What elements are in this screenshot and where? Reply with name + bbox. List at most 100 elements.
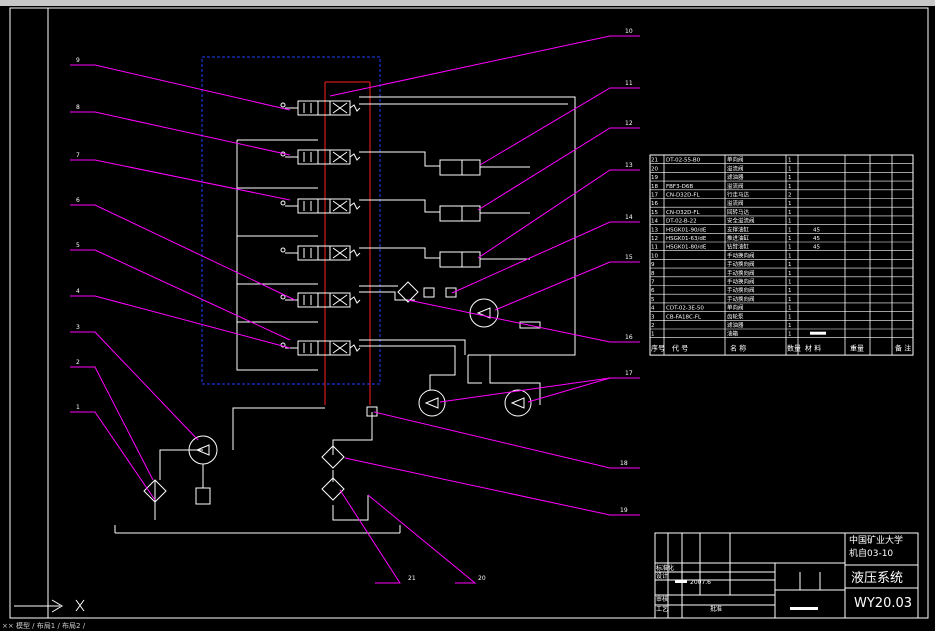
- table-cell: DT-02-55-B0: [666, 158, 701, 164]
- table-cell: 16: [651, 201, 658, 207]
- table-cell: 油箱: [727, 330, 739, 338]
- directional-valve: [280, 100, 361, 116]
- callout-number: 11: [625, 80, 633, 87]
- table-cell: HSGK01-80/dE: [666, 245, 707, 251]
- table-cell: HSGK01-63/dE: [666, 236, 707, 242]
- design-date: 2007.6: [690, 579, 711, 586]
- table-cell: 18: [651, 184, 658, 190]
- callout-number: 13: [625, 162, 633, 169]
- directional-valve: [280, 292, 361, 308]
- layout-tabs[interactable]: ×× 模型 / 布局1 / 布局2 /: [2, 622, 86, 630]
- table-cell: 1: [788, 314, 792, 320]
- table-cell: 11: [651, 245, 658, 251]
- table-cell: 手动换向阀: [727, 269, 755, 277]
- table-cell: 1: [788, 158, 792, 164]
- school-name: 中国矿业大学: [849, 534, 903, 546]
- table-cell: 回转马达: [727, 208, 750, 216]
- table-header-cell: 材 料: [805, 344, 821, 353]
- table-cell: FBF3-D6B: [666, 184, 693, 190]
- table-cell: 7: [651, 280, 655, 286]
- table-cell: 1: [788, 184, 792, 190]
- table-cell: 单向阀: [727, 304, 744, 312]
- table-cell: 21: [651, 158, 658, 164]
- table-cell: 1: [788, 280, 792, 286]
- callout-number: 2: [76, 359, 80, 366]
- table-cell: 8: [651, 271, 655, 277]
- table-cell: 1: [788, 236, 792, 242]
- callout-number: 19: [620, 507, 628, 514]
- table-cell: 齿轮泵: [727, 312, 744, 320]
- valve-block-boundary: [201, 56, 381, 385]
- callout-number: 15: [625, 254, 633, 261]
- row-process: 工艺: [656, 605, 668, 613]
- table-cell: 手动换向阀: [727, 295, 755, 303]
- callout-number: 18: [620, 460, 628, 467]
- callout-number: 6: [76, 197, 80, 204]
- drawing-number: WY20.03: [854, 596, 912, 611]
- command-line[interactable]: ×× 模型 / 布局1 / 布局2 /: [0, 622, 935, 631]
- table-header-cell: 名 称: [730, 344, 746, 353]
- table-cell: 1: [788, 253, 792, 259]
- callout-number: 4: [76, 288, 80, 295]
- table-cell: 行走马达: [727, 191, 750, 199]
- table-cell: 15: [651, 210, 658, 216]
- callout-number: 9: [76, 57, 80, 64]
- class-name: 机自03-10: [849, 547, 893, 559]
- table-cell: 12: [651, 236, 658, 242]
- table-cell: 17: [651, 193, 658, 199]
- row-review: 审核: [656, 595, 668, 603]
- table-cell: 滤油器: [727, 321, 744, 329]
- directional-valve: [280, 149, 361, 165]
- row-standard: 标准化: [656, 564, 674, 572]
- callout-number: 10: [625, 28, 633, 35]
- table-cell: 滤油器: [727, 173, 744, 181]
- table-cell: 3: [651, 314, 655, 320]
- table-cell: 1: [788, 175, 792, 181]
- table-cell: 手动换向阀: [727, 251, 755, 259]
- table-cell: CDT-02-3E-50: [666, 306, 704, 312]
- table-cell: 1: [788, 227, 792, 233]
- table-cell: 1: [788, 262, 792, 268]
- table-cell: 1: [788, 332, 792, 338]
- callout-number: 7: [76, 152, 80, 159]
- table-header-cell: 重量: [850, 345, 864, 353]
- callout-number: 1: [76, 404, 80, 411]
- table-cell: 溢流阀: [727, 199, 744, 207]
- directional-valve: [280, 198, 361, 214]
- table-cell: CB-FA18C-FL: [666, 314, 702, 320]
- table-cell: HSGK01-90/dE: [666, 227, 707, 233]
- title-block-text: 中国矿业大学 机自03-10 液压系统 WY20.03 2007.6 设计 审核…: [656, 534, 912, 613]
- table-cell: 20: [651, 166, 658, 172]
- table-cell: 溢流阀: [727, 164, 744, 172]
- ucs-icon: [14, 599, 85, 613]
- table-cell: 1: [788, 306, 792, 312]
- table-cell: 1: [788, 288, 792, 294]
- callout-number: 20: [478, 575, 486, 582]
- drawing-frame: [9, 7, 929, 619]
- table-cell: 1: [788, 271, 792, 277]
- table-cell: 1: [788, 297, 792, 303]
- table-cell: 1: [788, 201, 792, 207]
- table-cell: 19: [651, 175, 658, 181]
- table-cell: 45: [813, 236, 820, 242]
- callout-number: 12: [625, 120, 633, 127]
- table-cell: 钻臂油缸: [727, 243, 750, 251]
- cad-toolbar-strip: [0, 0, 935, 6]
- table-header-cell: 代 号: [672, 344, 688, 353]
- hydraulic-lines: [114, 96, 576, 534]
- directional-valve-stack: [280, 100, 361, 356]
- table-cell: DT-02-B-22: [666, 219, 697, 225]
- table-cell: 5: [651, 297, 655, 303]
- callout-number: 16: [625, 334, 633, 341]
- table-cell: 4: [651, 306, 655, 312]
- table-cell: 10: [651, 253, 658, 259]
- table-cell: CN-D32D-FL: [666, 210, 701, 216]
- table-cell: 支撑油缸: [727, 225, 750, 233]
- table-cell: 1: [788, 210, 792, 216]
- table-cell: 安全溢流阀: [727, 217, 755, 225]
- table-cell: 1: [788, 245, 792, 251]
- table-cell: 6: [651, 288, 655, 294]
- table-cell: 13: [651, 227, 658, 233]
